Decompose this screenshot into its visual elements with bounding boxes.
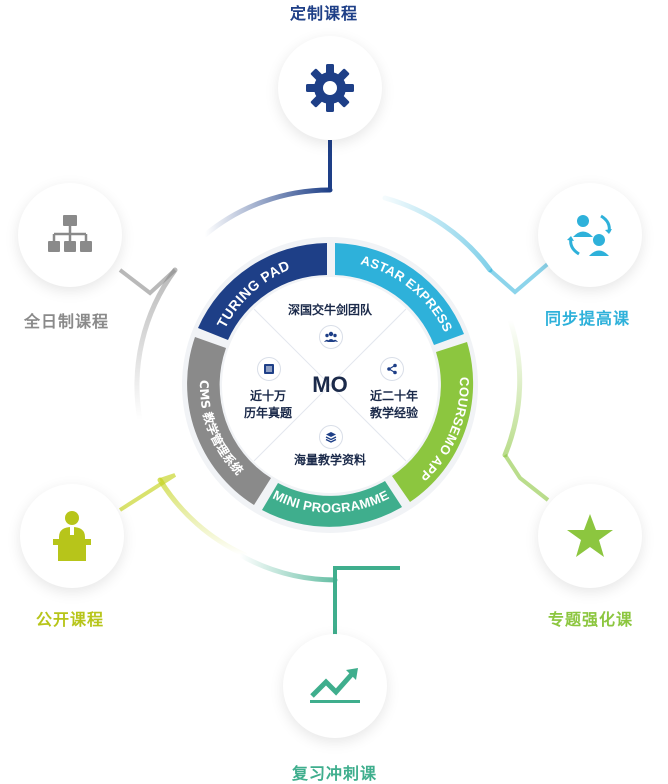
node-label-right-bottom: 专题强化课 [548,610,634,629]
center-logo: MO [312,372,347,397]
connector-right-top [488,260,552,295]
segment-astar-express [335,243,464,345]
segment-coursemo-app [392,342,474,502]
node-topic-course[interactable] [538,484,642,588]
team-icon [319,325,343,349]
center-bottom-text: 海量教学资料 [293,453,366,467]
center-top-text: 深国交牛剑团队 [287,303,372,317]
node-public-course[interactable] [20,484,124,588]
connector-left-bottom [118,473,177,512]
layers-icon [319,425,343,449]
node-sync-course[interactable] [538,183,642,287]
segment-cms [187,337,271,505]
node-fulltime-course[interactable] [18,183,122,287]
star-icon [567,514,613,557]
node-custom-course[interactable] [278,36,382,140]
speaker-podium-icon [53,511,91,561]
connector-left-top [118,268,177,296]
share-icon [380,357,404,381]
center-right-line2: 教学经验 [369,406,418,420]
list-icon [257,357,281,381]
node-label-right-top: 同步提高课 [545,309,631,328]
arc-left-top [134,267,178,423]
center-right-line1: 近二十年 [369,389,418,403]
arc-right-bottom [502,317,523,458]
node-label-left-bottom: 公开课程 [36,610,105,629]
connector-right-bottom [503,453,550,502]
people-cycle-icon [567,214,612,256]
arc-left-bottom [157,477,248,558]
segment-turing-pad [198,243,327,340]
node-label-top: 定制课程 [290,4,359,23]
segment-mini-programme [262,481,402,527]
arc-top [202,187,333,238]
trend-chart-icon [310,668,360,703]
arc-right-top [382,195,493,273]
node-review-course[interactable] [283,634,387,738]
gear-icon [306,64,354,112]
center-left-line2: 历年真题 [243,406,292,420]
node-label-left-top: 全日制课程 [24,312,110,331]
connector-bottom [333,566,400,580]
org-chart-icon [48,215,92,252]
node-label-bottom: 复习冲刺课 [292,764,378,783]
arc-bottom [237,552,338,583]
center-left-line1: 近十万 [249,389,286,403]
